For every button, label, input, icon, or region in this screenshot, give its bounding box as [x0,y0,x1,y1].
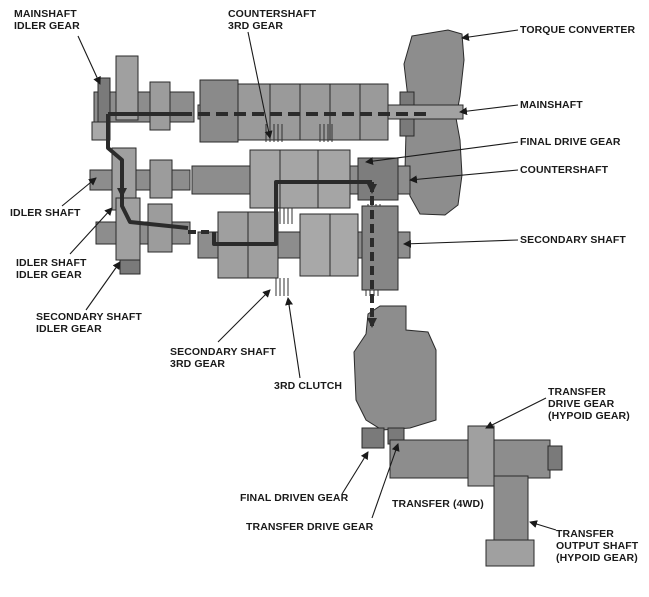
label-countershaft: COUNTERSHAFT [520,164,609,176]
label-mainshaft-idler-gear: MAINSHAFT IDLER GEAR [14,8,80,32]
final-driven-gear [353,305,437,449]
label-mainshaft: MAINSHAFT [520,99,583,111]
label-countershaft-3rd-gear: COUNTERSHAFT 3RD GEAR [228,8,317,32]
label-idler-shaft: IDLER SHAFT [10,207,81,219]
label-final-drive-gear: FINAL DRIVE GEAR [520,136,621,148]
label-torque-converter: TORQUE CONVERTER [520,24,636,36]
transfer-4wd [389,425,563,487]
label-transfer-drive-gear: TRANSFER DRIVE GEAR [246,521,374,533]
leader-lines [61,29,557,531]
transfer-output-shaft [485,475,535,567]
label-transfer-drive-gear-hypoid: TRANSFER DRIVE GEAR (HYPOID GEAR) [548,386,630,422]
label-secondary-shaft-idler-gear: SECONDARY SHAFT IDLER GEAR [36,311,142,335]
torque-converter [399,29,465,216]
power-flow-path [106,112,432,328]
label-secondary-shaft: SECONDARY SHAFT [520,234,626,246]
label-3rd-clutch: 3RD CLUTCH [274,380,343,392]
label-final-driven-gear: FINAL DRIVEN GEAR [240,492,349,504]
countershaft [191,149,411,209]
label-transfer-4wd: TRANSFER (4WD) [392,498,484,510]
label-idler-shaft-idler-gear: IDLER SHAFT IDLER GEAR [16,257,87,281]
label-secondary-shaft-3rd-gear: SECONDARY SHAFT 3RD GEAR [170,346,276,370]
label-transfer-output-shaft: TRANSFER OUTPUT SHAFT (HYPOID GEAR) [556,528,639,564]
secondary-shaft [197,205,411,291]
mainshaft-idler-gear [91,55,195,141]
